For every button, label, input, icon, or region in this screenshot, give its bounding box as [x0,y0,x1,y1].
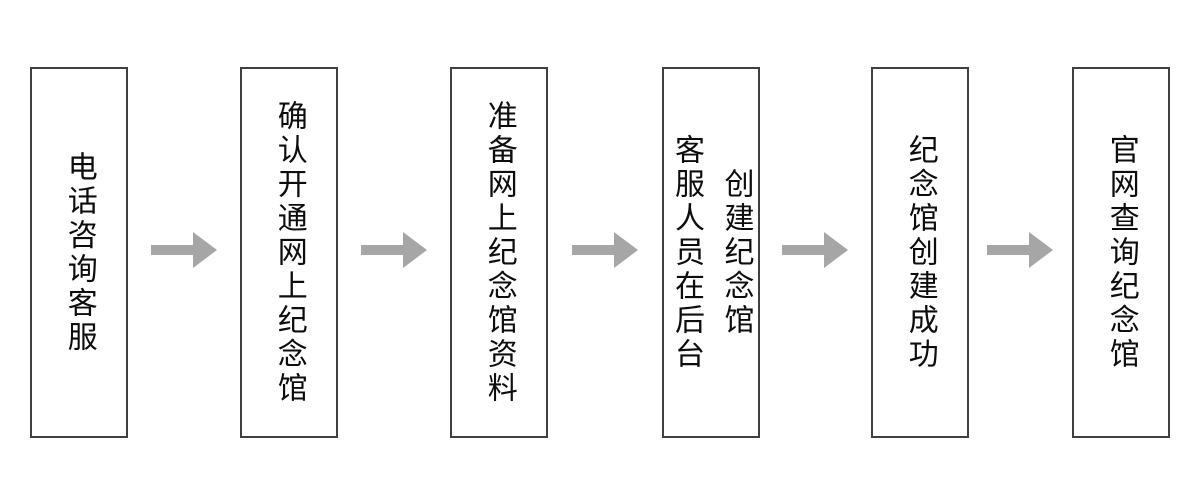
flow-step-create-success: 纪念馆创建成功 [871,67,969,438]
flow-step-label-column-1: 客服人员在后台 [669,133,704,372]
flow-step-prepare-materials: 准备网上纪念馆资料 [450,67,548,438]
flow-step-backend-create: 客服人员在后台 创建纪念馆 [662,67,760,438]
right-arrow-icon [782,232,848,268]
flow-step-official-site-lookup: 官网查询纪念馆 [1072,67,1170,438]
right-arrow-icon [151,232,217,268]
flow-step-phone-consult: 电话咨询客服 [30,67,128,438]
right-arrow-shape [361,232,427,268]
flow-step-label: 官网查询纪念馆 [1103,133,1139,372]
flow-step-label: 纪念馆创建成功 [902,133,938,372]
flow-step-label-column-2: 创建纪念馆 [718,167,754,338]
right-arrow-icon [361,232,427,268]
flow-step-label: 准备网上纪念馆资料 [481,99,517,406]
flow-step-label: 电话咨询客服 [61,150,97,355]
right-arrow-shape [782,232,848,268]
right-arrow-shape [151,232,217,268]
right-arrow-icon [572,232,638,268]
right-arrow-shape [987,232,1053,268]
flow-step-label: 确认开通网上纪念馆 [271,99,307,406]
right-arrow-shape [572,232,638,268]
right-arrow-icon [987,232,1053,268]
flow-step-confirm-open: 确认开通网上纪念馆 [240,67,338,438]
